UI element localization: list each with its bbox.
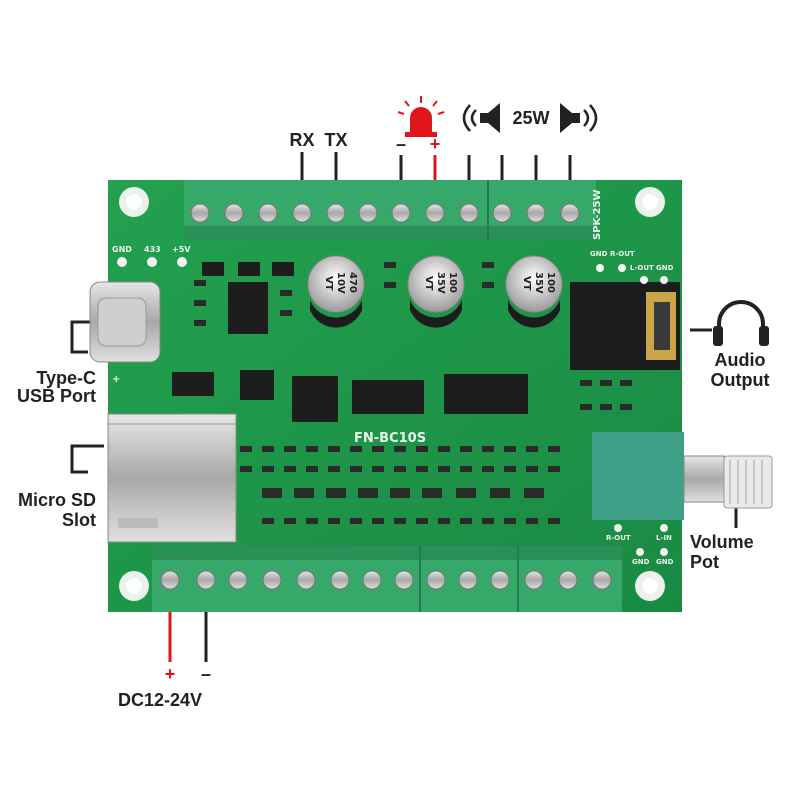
passive-components [194, 262, 632, 524]
silk-gnd-r: GND [590, 250, 608, 258]
cap3-vt: VT [521, 276, 532, 291]
cap3-value: 100 [545, 272, 556, 293]
speaker-left-icon [462, 103, 500, 133]
volume-pot-label-line2: Pot [690, 552, 719, 572]
cap1-voltage: 10V [335, 272, 346, 294]
audio-output-label-line2: Output [710, 370, 770, 390]
alarm-plus-label: + [429, 134, 441, 154]
capacitor-labels: 470 10V VT 100 35V VT 100 35V VT [323, 272, 556, 294]
dc-voltage-label: DC12-24V [118, 690, 203, 710]
micro-sd-label-line2: Slot [62, 510, 96, 530]
mounting-holes [119, 187, 665, 601]
capacitors [307, 255, 563, 328]
cap1-value: 470 [347, 272, 358, 293]
top-terminal-block [184, 180, 596, 240]
silk-gnd-left: GND [112, 245, 132, 254]
alarm-minus-label: – [395, 134, 406, 154]
cap3-voltage: 35V [533, 272, 544, 294]
silk-spk: SPK-25W [592, 189, 603, 240]
micro-sd-slot [107, 413, 237, 543]
silk-5v: +5V [172, 245, 191, 254]
cap1-vt: VT [323, 276, 334, 291]
silk-433: 433 [144, 245, 161, 254]
silk-gnd-r2: GND [656, 264, 674, 272]
audio-jack [570, 282, 680, 370]
silk-r-out-bottom: R-OUT [606, 534, 631, 542]
cap2-vt: VT [423, 276, 434, 291]
headphones-icon [713, 300, 769, 346]
micro-sd-label-line1: Micro SD [17, 490, 96, 510]
speaker-right-icon [560, 103, 598, 133]
silk-r-out-top: R-OUT [610, 250, 635, 258]
volume-potentiometer [592, 432, 773, 520]
volume-pot-label-line1: Volume [690, 532, 754, 552]
ics [172, 262, 528, 422]
pin-pads [117, 257, 668, 556]
type-c-label-line2: USB Port [16, 386, 96, 406]
bottom-terminal-block [152, 546, 622, 612]
alarm-light-icon [397, 96, 445, 137]
usb-c-connector [89, 281, 161, 363]
rx-label: RX [289, 130, 315, 150]
silk-board-name: FN-BC10S [354, 431, 426, 446]
silk-l-out: L-OUT [630, 264, 654, 272]
silk-gnd-bottom2: GND [656, 558, 674, 566]
dc-minus-label: – [200, 664, 211, 684]
silk-plus: + [112, 374, 120, 385]
audio-output-label-line1: Audio [714, 350, 766, 370]
type-c-label-line1: Type-C [36, 368, 96, 388]
silk-l-in: L-IN [656, 534, 672, 542]
silk-gnd-bottom: GND [632, 558, 650, 566]
cap2-value: 100 [447, 272, 458, 293]
speaker-power-label: 25W [512, 108, 550, 128]
tx-label: TX [324, 130, 348, 150]
dc-plus-label: + [164, 664, 176, 684]
cap2-voltage: 35V [435, 272, 446, 294]
